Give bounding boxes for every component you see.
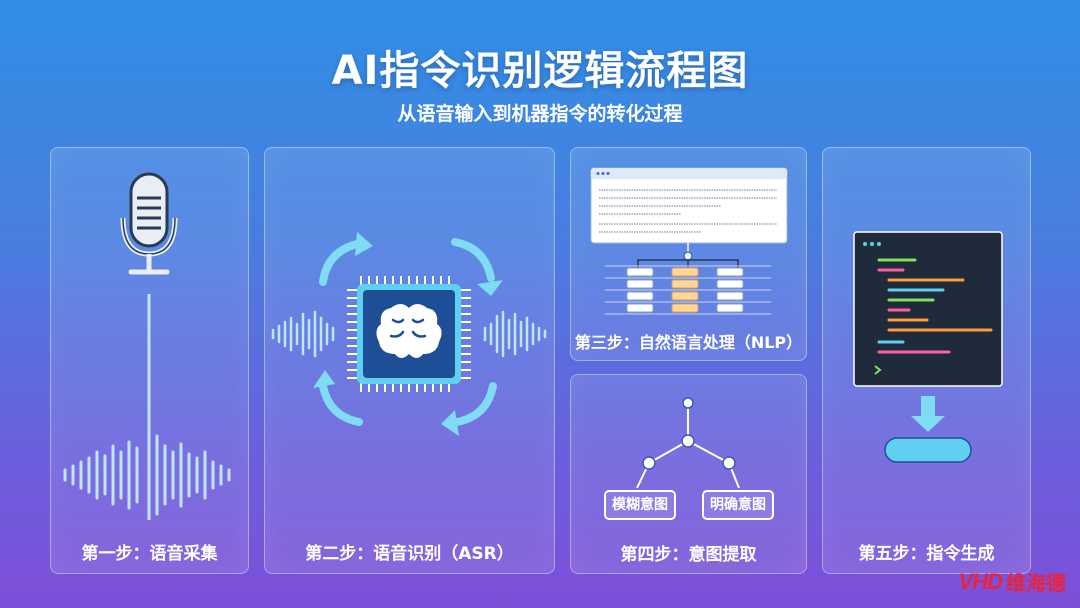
intent-fuzzy-node: 模糊意图: [604, 490, 676, 520]
download-arrow-icon: [884, 396, 972, 463]
step-1-panel: 第一步：语音采集: [50, 147, 249, 574]
intent-clear-node: 明确意图: [702, 490, 774, 520]
step-3-panel: 第三步：自然语言处理（NLP）: [570, 147, 807, 361]
step-2-panel: 第二步：语音识别（ASR）: [264, 147, 555, 574]
step-4-label: 第四步：意图提取: [620, 545, 757, 565]
page-title: AI指令识别逻辑流程图: [331, 48, 749, 94]
step-5-panel: 第五步：指令生成: [822, 147, 1031, 574]
tree-icon: [636, 397, 740, 489]
cycle-arrows-icon: [313, 232, 503, 436]
page-subtitle: 从语音输入到机器指令的转化过程: [397, 103, 683, 125]
sound-wave-icon: [63, 434, 231, 516]
intent-fuzzy-label: 模糊意图: [612, 497, 668, 513]
document-icon: [590, 167, 788, 244]
microphone-icon: [120, 172, 178, 520]
brain-chip-icon: [347, 276, 471, 392]
step-2-label: 第二步：语音识别（ASR）: [305, 544, 514, 564]
brand-logo: VHD 维海德: [959, 567, 1066, 596]
step-4-panel: 模糊意图 明确意图 第四步：意图提取: [570, 374, 807, 574]
logo-chinese-text: 维海德: [1006, 571, 1066, 595]
step-5-label: 第五步：指令生成: [858, 544, 995, 564]
sound-wave-icon: [271, 310, 547, 358]
step-1-label: 第一步：语音采集: [81, 544, 218, 564]
step-3-label: 第三步：自然语言处理（NLP）: [574, 333, 803, 352]
intent-clear-label: 明确意图: [710, 497, 766, 513]
parse-table-icon: [605, 243, 771, 315]
code-editor-icon: [853, 231, 1003, 387]
logo-latin-text: VHD: [958, 568, 1003, 594]
